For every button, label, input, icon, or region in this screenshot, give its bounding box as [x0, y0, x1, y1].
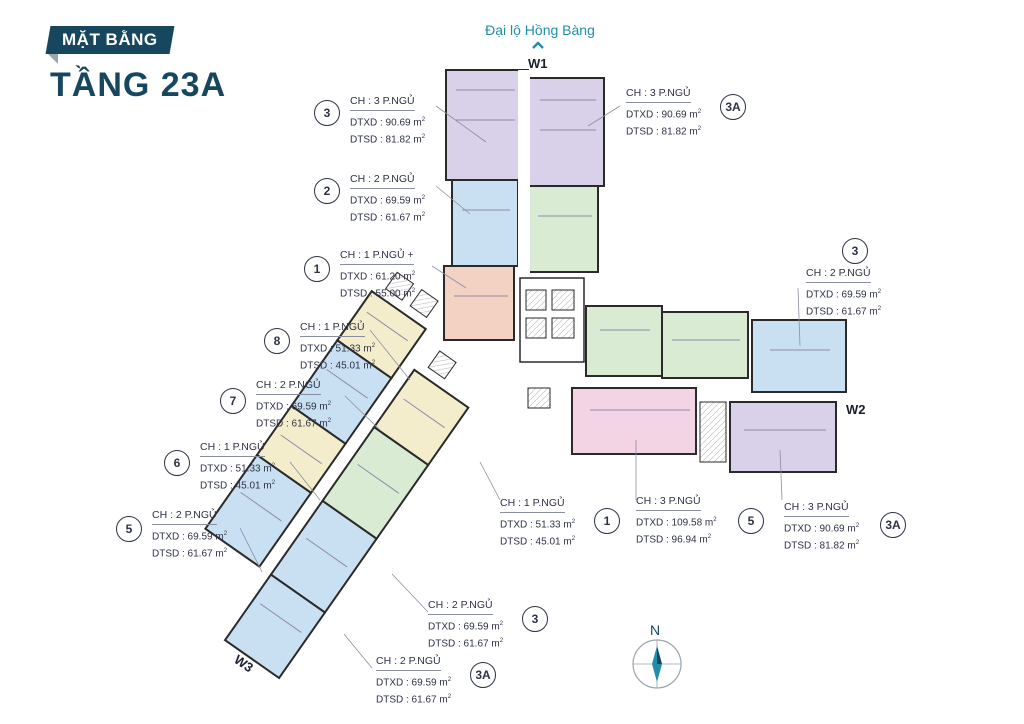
- unit-label: CH : 2 P.NGỦ DTXD : 69.59 m2 DTSD : 61.6…: [350, 173, 426, 224]
- unit-label: CH : 3 P.NGỦ DTXD : 109.58 m2 DTSD : 96.…: [636, 495, 717, 546]
- unit-label: CH : 1 P.NGỦ + DTXD : 61.20 m2 DTSD : 55…: [340, 249, 416, 300]
- core: [519, 277, 585, 409]
- compass: [632, 639, 682, 689]
- unit-number: 2: [314, 178, 340, 204]
- wing-w1: [443, 69, 605, 341]
- unit-label: CH : 2 P.NGỦ DTXD : 69.59 m2 DTSD : 61.6…: [376, 655, 452, 706]
- unit-label: CH : 2 P.NGỦ DTXD : 69.59 m2 DTSD : 61.6…: [428, 599, 504, 650]
- road-label: Đại lộ Hồng Bàng: [485, 22, 595, 38]
- unit-label: CH : 2 P.NGỦ DTXD : 69.59 m2 DTSD : 61.6…: [152, 509, 228, 560]
- unit-number: 5: [116, 516, 142, 542]
- unit-label: CH : 1 P.NGỦ DTXD : 51.33 m2 DTSD : 45.0…: [200, 441, 276, 492]
- wing-w3: [203, 271, 470, 680]
- page-tag: MẶT BẰNG: [45, 26, 175, 54]
- unit-number: 3: [522, 606, 548, 632]
- wing-w2: [571, 305, 847, 473]
- leader-lines: [239, 105, 801, 669]
- unit-number: 1: [594, 508, 620, 534]
- unit-number: 3: [842, 238, 868, 264]
- unit-label: CH : 3 P.NGỦ DTXD : 90.69 m2 DTSD : 81.8…: [350, 95, 426, 146]
- unit-number: 5: [738, 508, 764, 534]
- compass-north-label: N: [650, 622, 661, 638]
- wing-label-w2: W2: [846, 402, 866, 417]
- unit-number: 3A: [880, 512, 906, 538]
- unit-label: CH : 1 P.NGỦ DTXD : 51.33 m2 DTSD : 45.0…: [500, 497, 576, 548]
- unit-number: 7: [220, 388, 246, 414]
- unit-label: CH : 3 P.NGỦ DTXD : 90.69 m2 DTSD : 81.8…: [784, 501, 860, 552]
- chevron-up-icon: [532, 41, 544, 49]
- banner-fold: [48, 54, 58, 64]
- unit-label: CH : 3 P.NGỦ DTXD : 90.69 m2 DTSD : 81.8…: [626, 87, 702, 138]
- unit-label: CH : 2 P.NGỦ DTXD : 69.59 m2 DTSD : 61.6…: [256, 379, 332, 430]
- wing-label-w1: W1: [528, 56, 548, 71]
- unit-number: 3A: [470, 662, 496, 688]
- unit-number: 3: [314, 100, 340, 126]
- unit-label: CH : 2 P.NGỦ DTXD : 69.59 m2 DTSD : 61.6…: [806, 267, 882, 318]
- page-title: TẦNG 23A: [50, 66, 227, 104]
- unit-label: CH : 1 P.NGỦ DTXD : 51.33 m2 DTSD : 45.0…: [300, 321, 376, 372]
- unit-number: 6: [164, 450, 190, 476]
- unit-number: 8: [264, 328, 290, 354]
- unit-number: 3A: [720, 94, 746, 120]
- unit-number: 1: [304, 256, 330, 282]
